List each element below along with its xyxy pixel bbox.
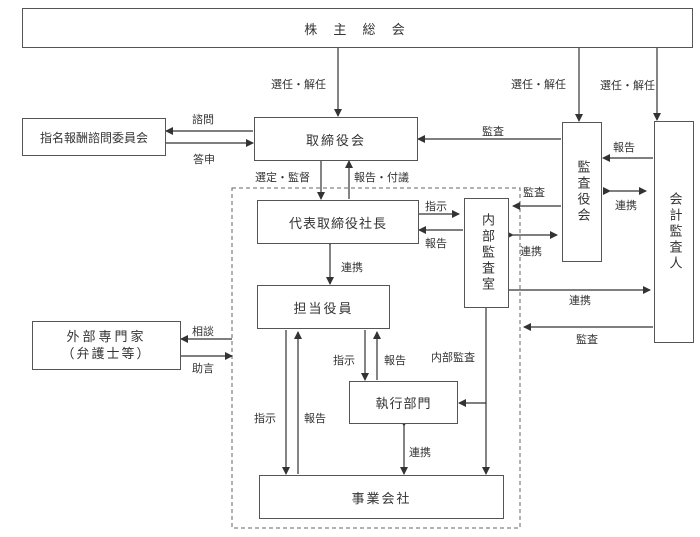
- label-elect-dismiss-board: 選任・解任: [271, 78, 326, 91]
- exec-dept-box: 執行部門: [349, 381, 458, 424]
- accounting-auditor-box: 会計監査人: [654, 121, 694, 343]
- label-elect-dismiss-accounting: 選任・解任: [600, 79, 655, 92]
- accounting-auditor-label: 会計監査人: [666, 192, 682, 272]
- label-cooperate-exec-companies: 連携: [409, 446, 431, 459]
- label-consult: 諮問: [192, 113, 214, 126]
- label-report-back: 答申: [193, 153, 215, 166]
- internal-audit-label: 内部監査室: [479, 213, 494, 293]
- label-report-ceo: 報告: [425, 237, 447, 250]
- label-report-accounting: 報告: [613, 141, 635, 154]
- label-instruct-ceo: 指示: [425, 200, 447, 213]
- external-experts-line1: 外部専門家: [66, 329, 147, 345]
- label-cooperate-auditors-accounting: 連携: [615, 199, 637, 212]
- internal-audit-box: 内部監査室: [464, 198, 509, 308]
- label-seek-advice: 相談: [192, 325, 214, 338]
- label-elect-dismiss-auditors: 選任・解任: [511, 78, 566, 91]
- label-report-exec: 報告: [384, 354, 406, 367]
- label-audit-internal: 監査: [523, 186, 545, 199]
- group-companies-box: 事業会社: [259, 475, 504, 519]
- label-report-proposal: 報告・付議: [354, 171, 409, 184]
- label-audit-board: 監査: [482, 125, 504, 138]
- label-instruct-exec: 指示: [333, 354, 355, 367]
- board-box: 取締役会: [254, 117, 418, 161]
- auditors-box: 監査役会: [562, 122, 602, 262]
- label-appoint-supervise: 選定・監督: [255, 171, 310, 184]
- external-experts-box: 外部専門家 （弁護士等）: [32, 321, 181, 370]
- officer-box: 担当役員: [257, 285, 390, 329]
- shareholders-meeting-box: 株 主 総 会: [22, 8, 693, 48]
- label-audit-accounting: 監査: [576, 333, 598, 346]
- ceo-box: 代表取締役社長: [257, 200, 419, 244]
- label-report-companies: 報告: [304, 412, 326, 425]
- external-experts-line2: （弁護士等）: [61, 346, 152, 362]
- label-cooperate-internal-auditors: 連携: [520, 245, 542, 258]
- label-advice: 助言: [192, 362, 214, 375]
- label-cooperate-ceo-officer: 連携: [341, 261, 363, 274]
- nomination-committee-box: 指名報酬諮問委員会: [22, 118, 166, 156]
- label-cooperate-internal-accounting: 連携: [569, 294, 591, 307]
- label-instruct-companies: 指示: [254, 412, 276, 425]
- label-internal-audit: 内部監査: [431, 351, 475, 364]
- auditors-label: 監査役会: [574, 160, 590, 224]
